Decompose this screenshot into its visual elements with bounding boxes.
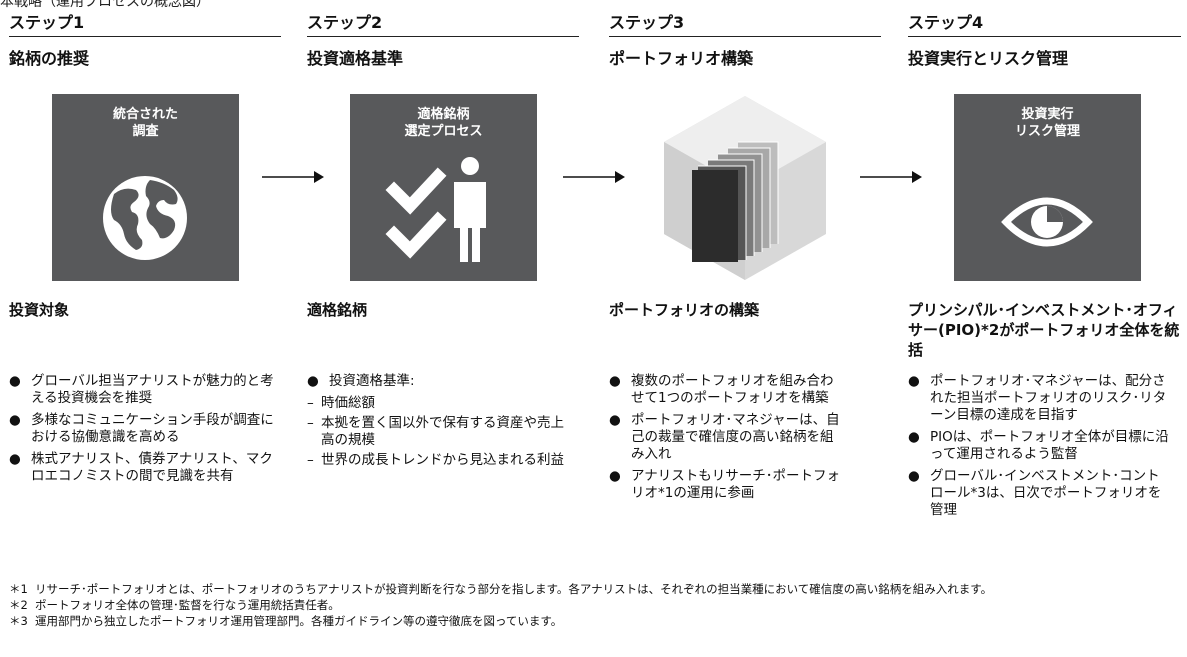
step-4-bullet-list: ●ポートフォリオ･マネジャーは、配分された担当ポートフォリオのリスク･リターン目… [908, 373, 1172, 524]
step-3-heading: ポートフォリオの構築 [609, 301, 760, 319]
sub-list-item: –時価総額 [307, 395, 375, 411]
step-1-divider [9, 36, 281, 37]
step-2-bullet-list: ●投資適格基準: –時価総額 –本拠を置く国以外で保有する資産や売上高の規模 –… [307, 373, 577, 472]
step-4-label: ステップ4 [908, 13, 984, 32]
list-item: ●複数のポートフォリオを組み合わせて1つのポートフォリオを構築 [609, 373, 834, 406]
checkmarks-person-icon [385, 157, 486, 262]
arrow-right-icon [860, 171, 922, 183]
step-2-divider [307, 36, 579, 37]
sub-list-item: –世界の成長トレンドから見込まれる利益 [307, 452, 564, 468]
step-4-divider [908, 36, 1181, 37]
step-1-label: ステップ1 [9, 13, 85, 32]
sub-list-item: –本拠を置く国以外で保有する資産や売上高の規模 [307, 415, 564, 448]
list-item: ●グローバル･インベストメント･コントロール*3は、日次でポートフォリオを管理 [908, 468, 1162, 518]
step-3-graphic [652, 94, 839, 281]
list-item: ●ポートフォリオ･マネジャーは、自己の裁量で確信度の高い銘柄を組み入れ [609, 412, 840, 462]
step-3-label: ステップ3 [609, 13, 685, 32]
list-item: ●多様なコミュニケーション手段が調査における協働意識を高める [9, 412, 274, 445]
step-3-name: ポートフォリオ構築 [609, 49, 754, 68]
step-2-heading: 適格銘柄 [307, 301, 368, 319]
list-item: ●アナリストもリサーチ･ポートフォリオ*1の運用に参画 [609, 468, 840, 501]
step-4-name: 投資実行とリスク管理 [908, 49, 1069, 68]
arrow-right-icon [262, 171, 324, 183]
step-1-heading: 投資対象 [9, 301, 70, 319]
step-2-label: ステップ2 [307, 13, 383, 32]
step-4-box-title: 投資実行 リスク管理 [1014, 107, 1080, 139]
globe-icon [103, 176, 187, 260]
step-4-box: 投資実行 リスク管理 [954, 94, 1141, 281]
list-item: ●投資適格基準: [307, 373, 415, 389]
eye-icon [1001, 197, 1093, 247]
list-item: ●PIOは、ポートフォリオ全体が目標に沿って運用されるよう監督 [908, 429, 1169, 462]
step-2-box-title: 適格銘柄 選定プロセス [404, 107, 483, 139]
step-3-bullet-list: ●複数のポートフォリオを組み合わせて1つのポートフォリオを構築 ●ポートフォリオ… [609, 373, 845, 507]
step-1-name: 銘柄の推奨 [9, 49, 90, 68]
step-2-box: 適格銘柄 選定プロセス [350, 94, 537, 281]
step-4-heading: プリンシパル･インベストメント･オフィサー(PIO)*2がポートフォリオ全体を統… [908, 301, 1180, 359]
list-item: ●ポートフォリオ･マネジャーは、配分された担当ポートフォリオのリスク･リターン目… [908, 373, 1167, 423]
list-item: ●株式アナリスト、債券アナリスト、マクロエコノミストの間で見識を共有 [9, 451, 273, 484]
step-1-box: 統合された 調査 [52, 94, 239, 281]
step-1-box-title: 統合された 調査 [112, 107, 178, 139]
list-item: ●グローバル担当アナリストが魅力的と考える投資機会を推奨 [9, 373, 274, 406]
page-title: 本戦略（運用プロセスの概念図） [0, 0, 210, 10]
step-2-name: 投資適格基準 [307, 49, 404, 68]
step-3-divider [609, 36, 881, 37]
layered-hexagon-icon [664, 96, 826, 280]
arrow-right-icon [563, 171, 625, 183]
step-1-bullet-list: ●グローバル担当アナリストが魅力的と考える投資機会を推奨 ●多様なコミュニケーシ… [9, 373, 285, 490]
